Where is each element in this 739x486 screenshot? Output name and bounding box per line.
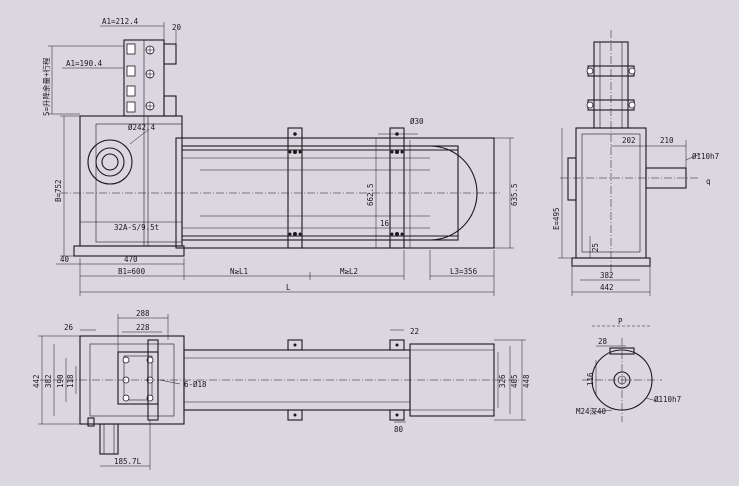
dim-top-26: 26 [64, 323, 74, 332]
dim-top-20: 20 [172, 23, 182, 32]
dim-h6625: 662.5 [366, 183, 375, 206]
support-bracket [389, 127, 405, 249]
dim-a1-top: A1=212.4 [102, 17, 139, 26]
dim-w470: 470 [124, 255, 138, 264]
dim-top-448: 448 [522, 374, 531, 388]
dim-top-190: 190 [56, 374, 65, 388]
model-label: 32A-S/9.5t [114, 223, 159, 232]
dim-side-25: 25 [591, 243, 600, 252]
dim-top-405: 405 [510, 374, 519, 388]
dim-n-l1: N≥L1 [230, 267, 248, 276]
dim-top-326: 326 [498, 374, 507, 388]
dim-side-382: 382 [600, 271, 614, 280]
dim-top-228: 228 [136, 323, 150, 332]
top-view: 26 288 228 22 6-Ø18 442 382 190 118 326 … [32, 309, 531, 470]
dim-shaft-thread: M24深40 [576, 407, 607, 416]
dim-top-288: 288 [136, 309, 150, 318]
view-p-label: P [618, 317, 623, 326]
shaft-end-view: P 28 116 M24深40 Ø110h7 [576, 317, 681, 422]
dim-w40: 40 [60, 255, 70, 264]
dim-shaft-116: 116 [586, 372, 595, 386]
dim-d30: Ø30 [410, 117, 424, 126]
base-plate [73, 245, 185, 257]
bolt-icon [122, 356, 130, 364]
dim-top-80: 80 [394, 425, 404, 434]
dim-side-442: 442 [600, 283, 614, 292]
support-bracket [287, 127, 303, 249]
dim-a1-mid: A1=190.4 [66, 59, 103, 68]
dim-top-holes: 6-Ø18 [184, 380, 207, 389]
dim-d242: Ø242.4 [128, 123, 156, 132]
dim-l3: L3=356 [450, 267, 478, 276]
dim-top-118: 118 [66, 374, 75, 388]
dim-top-22: 22 [410, 327, 419, 336]
dim-top-1857: 185.7L [114, 457, 142, 466]
dim-b752: B=752 [54, 179, 63, 202]
top-end-block [409, 343, 495, 417]
dim-side-210: 210 [660, 136, 674, 145]
dim-stroke-s: S=升降余量+行程 [41, 57, 51, 116]
side-view: 202 210 Ø110h7 q E=495 25 382 442 [552, 30, 719, 296]
dim-shaft-28: 28 [598, 337, 608, 346]
worm-wheel-circle [87, 139, 133, 185]
dim-w16: 16 [380, 219, 390, 228]
dim-side-d110: Ø110h7 [692, 152, 719, 161]
dim-b1-600: B1=600 [118, 267, 146, 276]
bolt-icon [122, 394, 130, 402]
shaft-bore [101, 153, 119, 171]
top-input-shaft [99, 423, 119, 455]
dim-side-e495: E=495 [552, 207, 561, 230]
dim-top-442: 442 [32, 374, 41, 388]
dim-total-l: L [286, 283, 291, 292]
front-view: A1=212.4 20 A1=190.4 S=升降余量+行程 Ø242.4 32… [41, 17, 519, 296]
dim-h6355: 635.5 [510, 183, 519, 206]
dim-m-l2: M≥L2 [340, 267, 358, 276]
dim-top-382: 382 [44, 374, 53, 388]
dim-shaft-d110: Ø110h7 [654, 395, 681, 404]
dim-side-202: 202 [622, 136, 636, 145]
mark-q: q [706, 177, 711, 186]
